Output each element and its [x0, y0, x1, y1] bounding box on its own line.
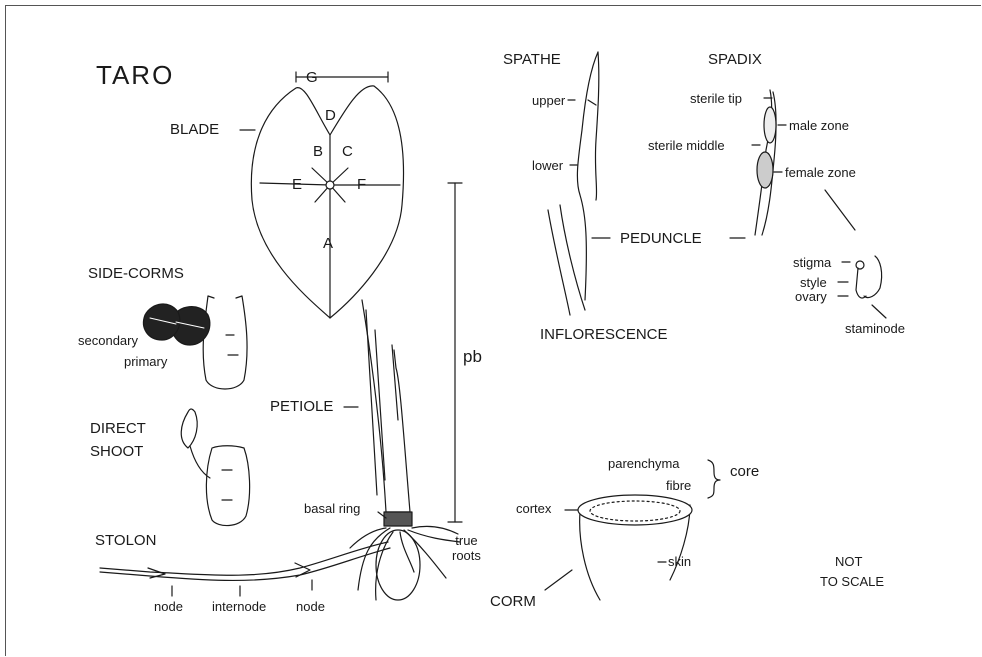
spadix-male-zone — [764, 107, 776, 143]
mother-corm — [376, 530, 420, 600]
label-internode: internode — [212, 600, 266, 613]
label-node-left: node — [154, 600, 183, 613]
label-corm: CORM — [490, 594, 536, 609]
label-blade: BLADE — [170, 122, 219, 137]
label-lower: lower — [532, 159, 563, 172]
label-pb: pb — [463, 348, 482, 365]
label-petiole: PETIOLE — [270, 399, 333, 414]
label-sterile-tip: sterile tip — [690, 92, 742, 105]
label-a: A — [323, 236, 333, 251]
label-stolon: STOLON — [95, 533, 156, 548]
label-true-roots: true roots — [452, 534, 481, 564]
label-parenchyma: parenchyma — [608, 457, 680, 470]
label-style: style — [800, 276, 827, 289]
petiole-junction — [326, 181, 334, 189]
diagram-title: TARO — [96, 62, 174, 88]
label-core: core — [730, 464, 759, 479]
label-fibre: fibre — [666, 479, 691, 492]
label-to-scale: TO SCALE — [820, 575, 884, 588]
label-spathe: SPATHE — [503, 52, 561, 67]
label-inflorescence: INFLORESCENCE — [540, 327, 668, 342]
label-f: F — [357, 177, 366, 192]
true-roots — [350, 526, 460, 600]
direct-shoot-corm — [206, 446, 249, 526]
label-e: E — [292, 177, 302, 192]
side-corm-main — [203, 296, 247, 389]
label-male-zone: male zone — [789, 119, 849, 132]
label-side-corms: SIDE-CORMS — [88, 266, 184, 281]
label-staminode: staminode — [845, 322, 905, 335]
label-spadix: SPADIX — [708, 52, 762, 67]
spathe — [577, 52, 598, 300]
label-stigma: stigma — [793, 256, 831, 269]
staminode-shape — [864, 256, 882, 298]
direct-shoot-leaf — [181, 409, 197, 448]
flower-style — [856, 268, 866, 298]
label-female-zone: female zone — [785, 166, 856, 179]
label-c: C — [342, 144, 353, 159]
label-skin: skin — [668, 555, 691, 568]
label-node-right: node — [296, 600, 325, 613]
corm-pointer — [545, 570, 572, 590]
spadix-female-zone — [757, 152, 773, 188]
stigma — [856, 261, 864, 269]
corm-top-section — [578, 495, 692, 525]
label-basal-ring: basal ring — [304, 502, 360, 515]
label-ovary: ovary — [795, 290, 827, 303]
side-corm-primary — [144, 304, 180, 340]
petiole — [362, 300, 410, 512]
label-d: D — [325, 108, 336, 123]
label-g: G — [306, 70, 318, 85]
flower-pointer — [825, 190, 855, 230]
basal-ring — [384, 512, 412, 526]
label-direct: DIRECT — [90, 421, 146, 436]
label-primary: primary — [124, 355, 167, 368]
label-peduncle: PEDUNCLE — [620, 231, 702, 246]
core-brace — [708, 460, 720, 498]
label-secondary: secondary — [78, 334, 138, 347]
label-not: NOT — [835, 555, 862, 568]
peduncle-stalk — [548, 205, 585, 315]
label-upper: upper — [532, 94, 565, 107]
label-shoot: SHOOT — [90, 444, 143, 459]
label-sterile-middle: sterile middle — [648, 139, 725, 152]
label-cortex: cortex — [516, 502, 551, 515]
label-b: B — [313, 144, 323, 159]
